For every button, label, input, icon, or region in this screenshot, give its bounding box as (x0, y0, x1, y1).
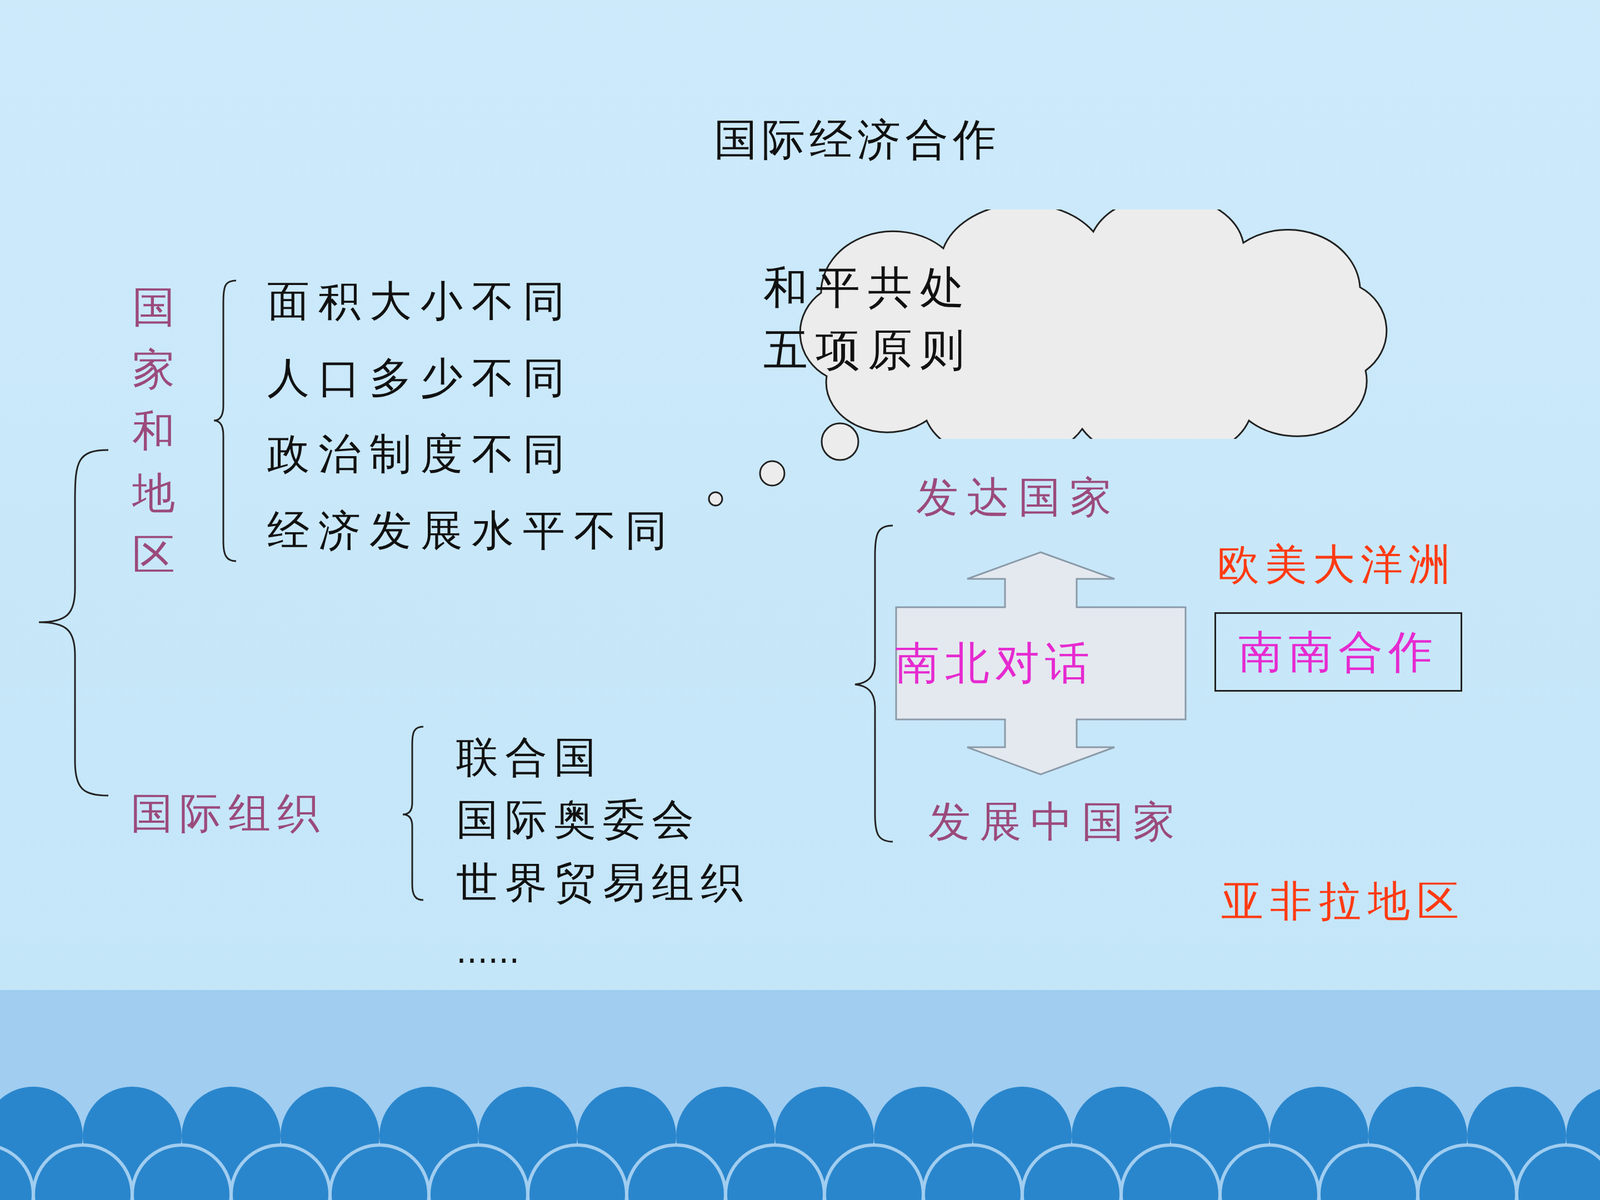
scallop (923, 1145, 1023, 1200)
scallop (725, 1145, 825, 1200)
label: 政治制度不同 (267, 428, 574, 479)
label: 发达国家 (916, 471, 1121, 523)
label: 经济发展水平不同 (267, 505, 677, 556)
outer-brace (38, 450, 109, 796)
scallop (1417, 1145, 1517, 1200)
scallop (33, 1145, 133, 1200)
scallop (1220, 1145, 1319, 1200)
scallop (527, 1145, 627, 1200)
scallop (0, 1145, 34, 1200)
thought-bubbles (708, 423, 859, 506)
label: ...... (456, 931, 520, 972)
scallop (1121, 1145, 1220, 1200)
vertical-label: 国家和地区 (132, 276, 175, 587)
process-box: 南南合作 (1214, 612, 1463, 692)
double-arrow-box: 南北对话 (895, 551, 1187, 776)
label: 亚非拉地区 (1221, 875, 1466, 927)
node-text: 南南合作 (1238, 625, 1439, 679)
label: 国际奥委会 (456, 793, 701, 845)
label: 联合国 (456, 731, 603, 783)
scallop (1516, 1145, 1600, 1200)
scallop (824, 1145, 924, 1200)
scallop (330, 1145, 429, 1200)
label: 欧美大洋洲 (1217, 538, 1457, 590)
scallop (231, 1145, 330, 1200)
label: 世界贸易组织 (456, 857, 750, 908)
label: 面积大小不同 (267, 275, 574, 327)
scallop-waves (0, 1086, 1600, 1200)
scallop (1318, 1145, 1418, 1200)
scallop (626, 1145, 726, 1200)
label: 国际组织 (130, 787, 327, 839)
title: 国际经济合作 (713, 113, 1001, 167)
label: 人口多少不同 (267, 352, 574, 403)
label: 发展中国家 (928, 796, 1184, 847)
org-brace (402, 726, 424, 900)
inner-brace (213, 280, 237, 562)
scallop (132, 1145, 232, 1200)
node-text: 和平共处 五项原则 (760, 256, 976, 382)
node-text: 南北对话 (895, 636, 1095, 690)
right-brace (855, 525, 893, 842)
scallop (428, 1145, 528, 1200)
scallop (1022, 1145, 1122, 1200)
thought-cloud: 和平共处 五项原则 (760, 209, 1427, 439)
